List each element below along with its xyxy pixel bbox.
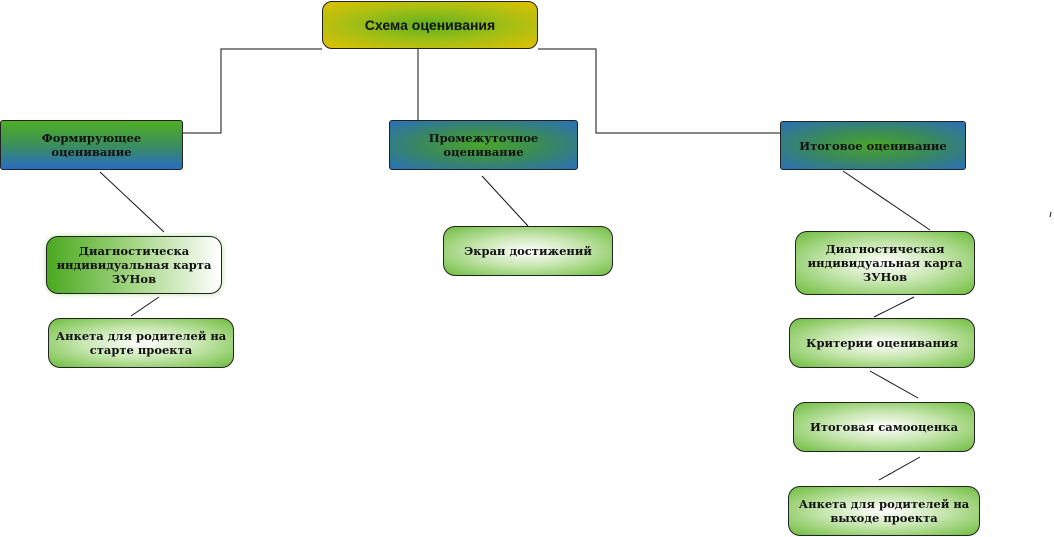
node-criteria: Критерии оценивания (789, 318, 975, 368)
branch-interim: Промежуточное оценивание (389, 120, 578, 170)
node-achievement-screen: Экран достижений (443, 226, 613, 276)
node-label: Диагностическа индивидуальная карта ЗУНо… (56, 244, 212, 286)
node-label: Экран достижений (464, 244, 592, 258)
node-label: Анкета для родителей на выходе проекта (798, 497, 970, 525)
connector (99, 171, 165, 233)
connector-root-left (183, 48, 322, 134)
stray-mark (1049, 211, 1052, 218)
node-self-assessment: Итоговая самооценка (793, 402, 975, 452)
connector (878, 456, 921, 481)
connector (130, 296, 160, 317)
node-diagnostic-card-right: Диагностическая индивидуальная карта ЗУН… (795, 231, 975, 295)
node-diagnostic-card-left: Диагностическа индивидуальная карта ЗУНо… (46, 236, 222, 294)
root-label: Схема оценивания (364, 17, 496, 33)
node-label: Критерии оценивания (806, 336, 958, 350)
connector (842, 170, 931, 231)
node-parent-survey-start: Анкета для родителей на старте проекта (48, 318, 234, 368)
node-label: Итоговая самооценка (809, 420, 959, 434)
node-parent-survey-end: Анкета для родителей на выходе проекта (788, 486, 980, 536)
connector-root-right (538, 48, 780, 134)
connector (481, 175, 529, 227)
node-label: Анкета для родителей на старте проекта (55, 329, 227, 357)
connector (869, 370, 919, 399)
node-label: Диагностическая индивидуальная карта ЗУН… (807, 242, 963, 284)
branch-final: Итоговое оценивание (780, 121, 966, 170)
branch-label: Формирующее оценивание (41, 131, 142, 159)
branch-label: Итоговое оценивание (799, 138, 947, 153)
branch-label: Промежуточное оценивание (428, 131, 539, 159)
connector (873, 296, 915, 318)
root-node: Схема оценивания (322, 1, 538, 49)
branch-formative: Формирующее оценивание (0, 120, 183, 170)
